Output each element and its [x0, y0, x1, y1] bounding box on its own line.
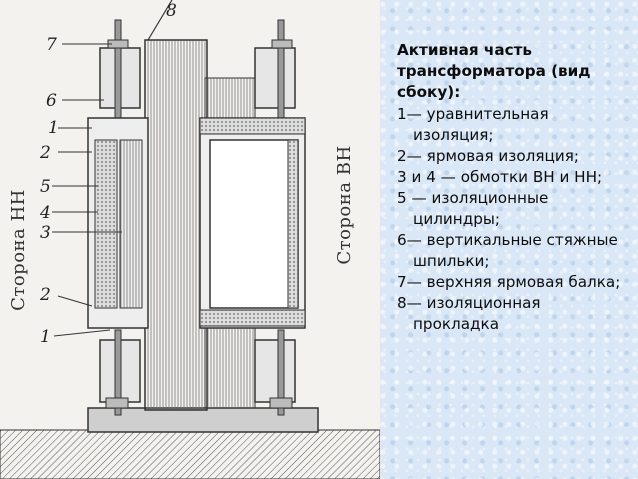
callout-5: 5	[40, 177, 51, 197]
callout-1-top: 1	[48, 118, 59, 138]
callout-1-bottom: 1	[40, 327, 51, 347]
callout-4: 4	[39, 203, 51, 223]
top-yoke-beam	[99, 19, 296, 121]
legend-item: 7— верхняя ярмовая балка;	[397, 273, 621, 291]
legend-item: 2— ярмовая изоляция;	[397, 147, 579, 165]
callout-6: 6	[46, 91, 57, 111]
legend-item: 6— вертикальные стяжные шпильки;	[397, 231, 618, 270]
insulating-gasket	[147, 0, 173, 41]
transformer-drawing: Сторона НН Сторона ВН 7 6 1 2 5 4 3	[0, 0, 380, 479]
callout-7: 7	[46, 35, 57, 55]
legend-item: 1— уравнительная изоляция;	[397, 105, 549, 144]
lv-winding	[87, 117, 149, 329]
hv-winding	[199, 117, 306, 329]
base-ground	[0, 407, 380, 479]
legend-title: Активная часть трансформатора (вид сбоку…	[397, 41, 591, 101]
legend-item: 5 — изоляционные цилиндры;	[397, 189, 549, 228]
legend-item: 3 и 4 — обмотки ВН и НН;	[397, 168, 603, 186]
callout-2-bottom: 2	[39, 285, 51, 305]
side-label-high-voltage: Сторона ВН	[334, 145, 355, 264]
callout-8: 8	[166, 1, 177, 21]
callout-lines	[52, 43, 122, 337]
legend-panel: Активная часть трансформатора (вид сбоку…	[380, 0, 638, 479]
side-label-low-voltage: Сторона НН	[8, 189, 29, 311]
callout-3: 3	[40, 223, 51, 243]
transformer-svg: Сторона НН Сторона ВН 7 6 1 2 5 4 3	[0, 0, 380, 479]
callout-2-top: 2	[39, 143, 51, 163]
legend-text: Активная часть трансформатора (вид сбоку…	[397, 40, 627, 335]
bottom-yoke-beam	[99, 329, 296, 416]
legend-item: 8— изоляционная прокладка	[397, 294, 541, 333]
